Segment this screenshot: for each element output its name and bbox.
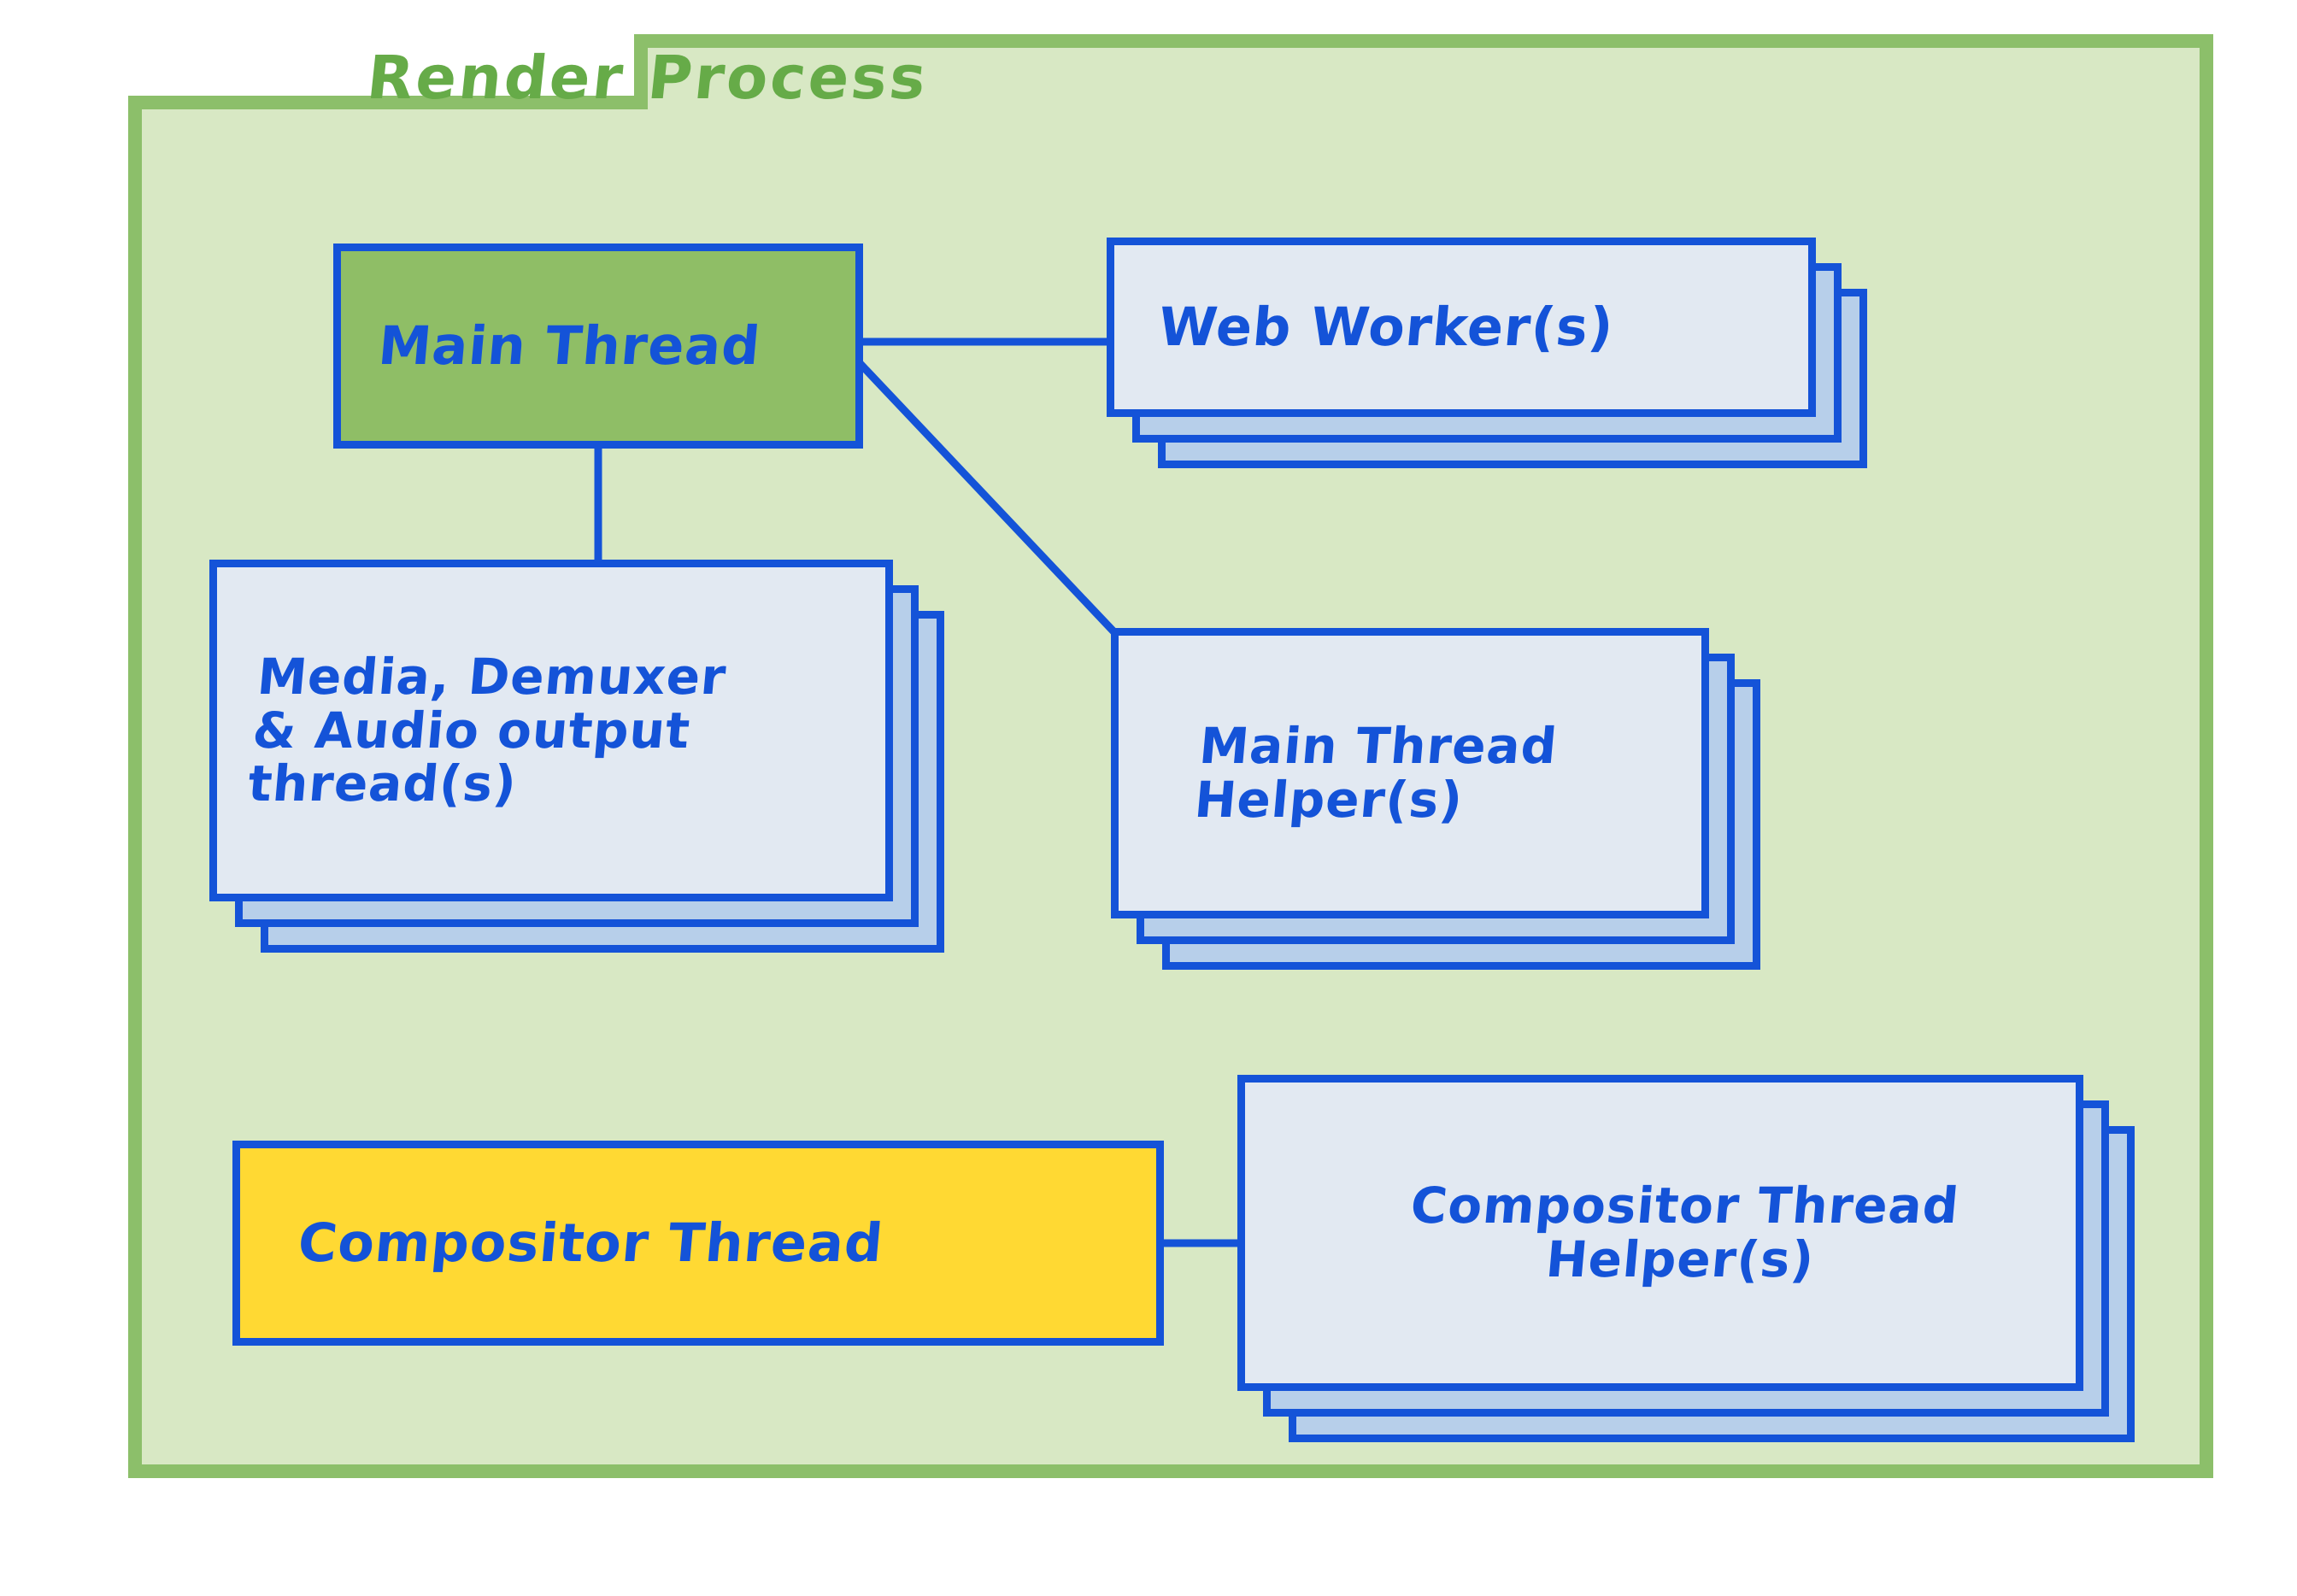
node-main-thread-helper[interactable]: Main Thread Helper(s) (1111, 628, 1786, 970)
node-label: Web Worker(s) (1155, 295, 1617, 358)
node-web-worker[interactable]: Web Worker(s) (1107, 238, 1893, 468)
node-label: Compositor Thread (295, 1211, 886, 1274)
process-title: Render Process (363, 43, 932, 113)
node-card[interactable]: Media, Demuxer & Audio output thread(s) (209, 560, 893, 901)
node-label: Main Thread Helper(s) (1192, 717, 1560, 829)
node-media-demuxer-audio-output[interactable]: Media, Demuxer & Audio output thread(s) (209, 560, 970, 953)
node-card[interactable]: Compositor Thread Helper(s) (1237, 1075, 2083, 1391)
node-label: Compositor Thread Helper(s) (1408, 1176, 1962, 1288)
node-card[interactable]: Main Thread Helper(s) (1111, 628, 1709, 918)
node-compositor-thread-helper[interactable]: Compositor Thread Helper(s) (1237, 1075, 2160, 1442)
node-main-thread[interactable]: Main Thread (333, 244, 863, 449)
node-card[interactable]: Main Thread (333, 244, 863, 449)
node-label: Media, Demuxer & Audio output thread(s) (245, 648, 729, 813)
node-compositor-thread[interactable]: Compositor Thread (232, 1141, 1164, 1346)
node-card[interactable]: Compositor Thread (232, 1141, 1164, 1346)
node-card[interactable]: Web Worker(s) (1107, 238, 1816, 417)
node-label: Main Thread (375, 314, 764, 377)
